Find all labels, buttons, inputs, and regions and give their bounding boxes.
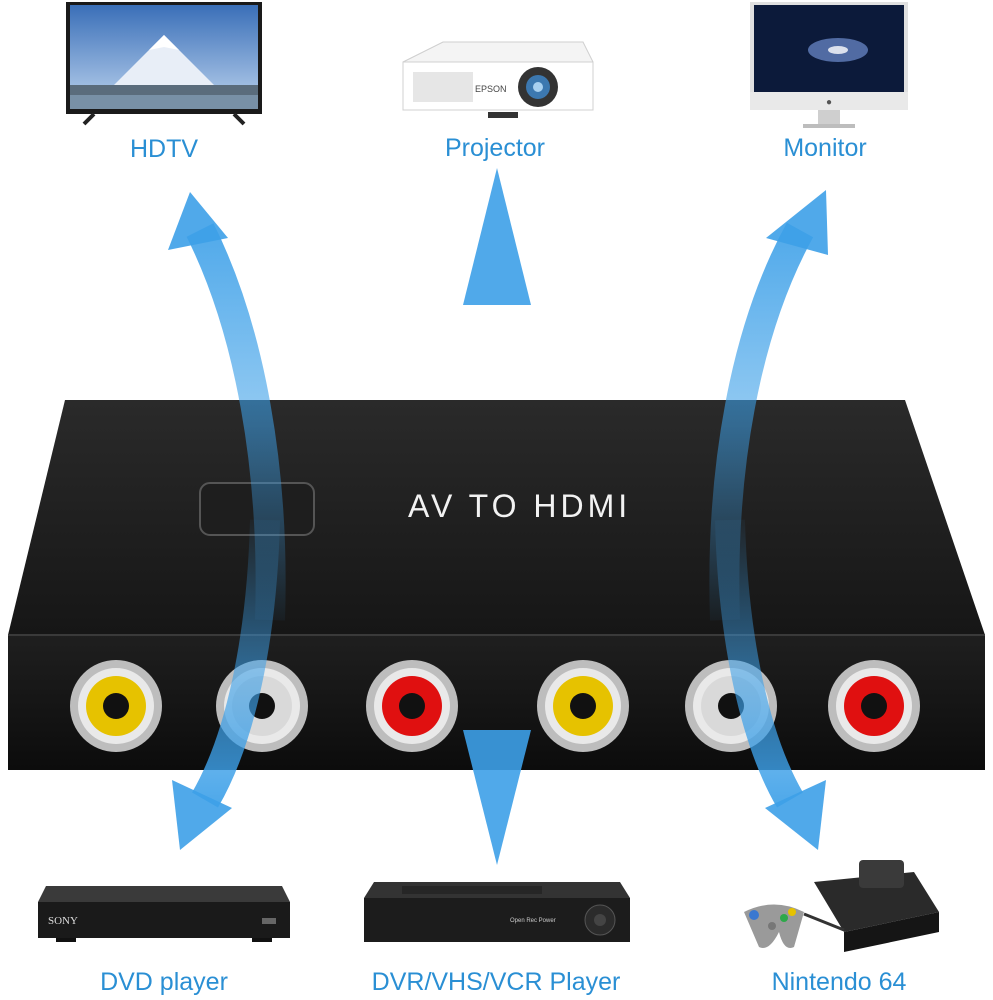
- svg-text:●: ●: [826, 97, 832, 108]
- output-label-hdtv: HDTV: [129, 135, 199, 163]
- rca-jack-white-2: [683, 658, 779, 754]
- dvr-player-image: Open Rec Power: [362, 876, 632, 948]
- projector-brand: EPSON: [475, 84, 507, 94]
- dvr-panel-text: Open Rec Power: [510, 918, 556, 924]
- dvd-brand: SONY: [48, 915, 78, 927]
- rca-jack-yellow-2: [535, 658, 631, 754]
- rca-jack-yellow-1: [68, 658, 164, 754]
- input-label-dvd-player: DVD player: [100, 968, 228, 996]
- projector-image: EPSON: [393, 32, 603, 122]
- dvd-player-image: SONY: [36, 876, 292, 946]
- input-label-dvr-player: DVR/VHS/VCR Player: [371, 968, 621, 996]
- rca-jack-red-1: [364, 658, 460, 754]
- power-button[interactable]: [199, 482, 315, 536]
- input-label-nintendo-64: Nintendo 64: [771, 968, 907, 996]
- output-label-projector: Projector: [444, 134, 546, 162]
- output-label-monitor: Monitor: [783, 134, 867, 162]
- hdtv-image: [64, 0, 264, 130]
- device-title: AV TO HDMI: [408, 488, 632, 524]
- rca-jack-red-2: [826, 658, 922, 754]
- monitor-image: ●: [748, 0, 910, 130]
- nintendo-64-image: [734, 852, 944, 962]
- rca-jack-white-1: [214, 658, 310, 754]
